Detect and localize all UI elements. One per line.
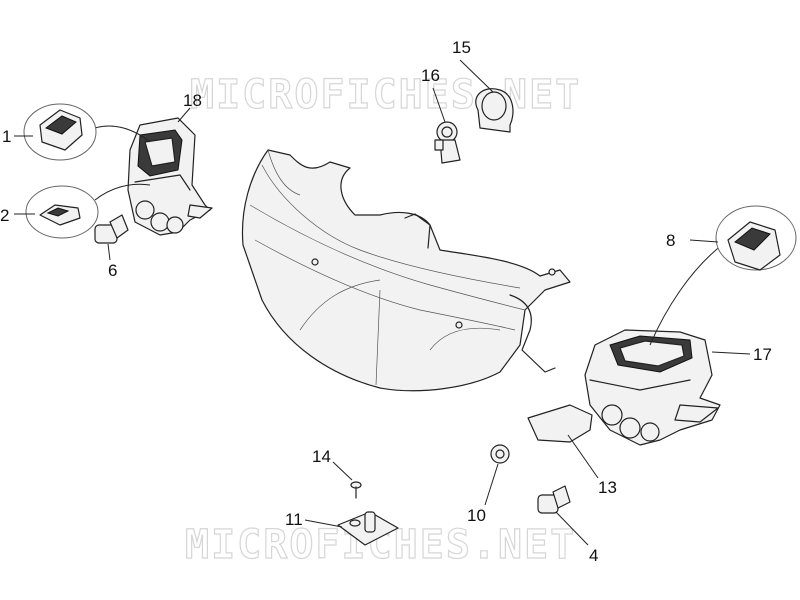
- switch-detail-bubble-8: [649, 205, 797, 346]
- callout-2: 2: [0, 206, 9, 225]
- screw: [350, 481, 362, 499]
- mounting-bracket: [337, 511, 399, 546]
- ignition-cover: [475, 88, 514, 133]
- callout-15: 15: [452, 38, 471, 57]
- bulb-socket-right: [537, 485, 571, 514]
- handlebar-cover: [241, 149, 571, 392]
- watermark-top: MICROFICHES.NET: [190, 72, 581, 118]
- left-switch-housing: [127, 117, 213, 236]
- bulb-socket-left: [94, 214, 129, 244]
- callout-14: 14: [312, 447, 331, 466]
- ignition-lock: [434, 121, 461, 164]
- callout-11: 11: [285, 510, 303, 529]
- callout-1: 1: [2, 127, 11, 146]
- callout-13: 13: [598, 478, 617, 497]
- grommet: [490, 444, 510, 464]
- callout-4: 4: [589, 546, 598, 565]
- switch-detail-bubble-2: [25, 183, 151, 239]
- callout-labels: 1 2 4 6 8 10 11 13 14 15 16 17 18: [0, 38, 772, 565]
- right-switch-housing: [584, 329, 721, 446]
- indicator-lens: [527, 404, 593, 443]
- leader-lines: [14, 59, 751, 546]
- callout-17: 17: [753, 345, 772, 364]
- callout-18: 18: [183, 91, 202, 110]
- callout-16: 16: [421, 66, 440, 85]
- callout-8: 8: [666, 231, 675, 250]
- callout-6: 6: [108, 261, 117, 280]
- switch-detail-bubble-1: [23, 103, 151, 161]
- callout-10: 10: [467, 506, 486, 525]
